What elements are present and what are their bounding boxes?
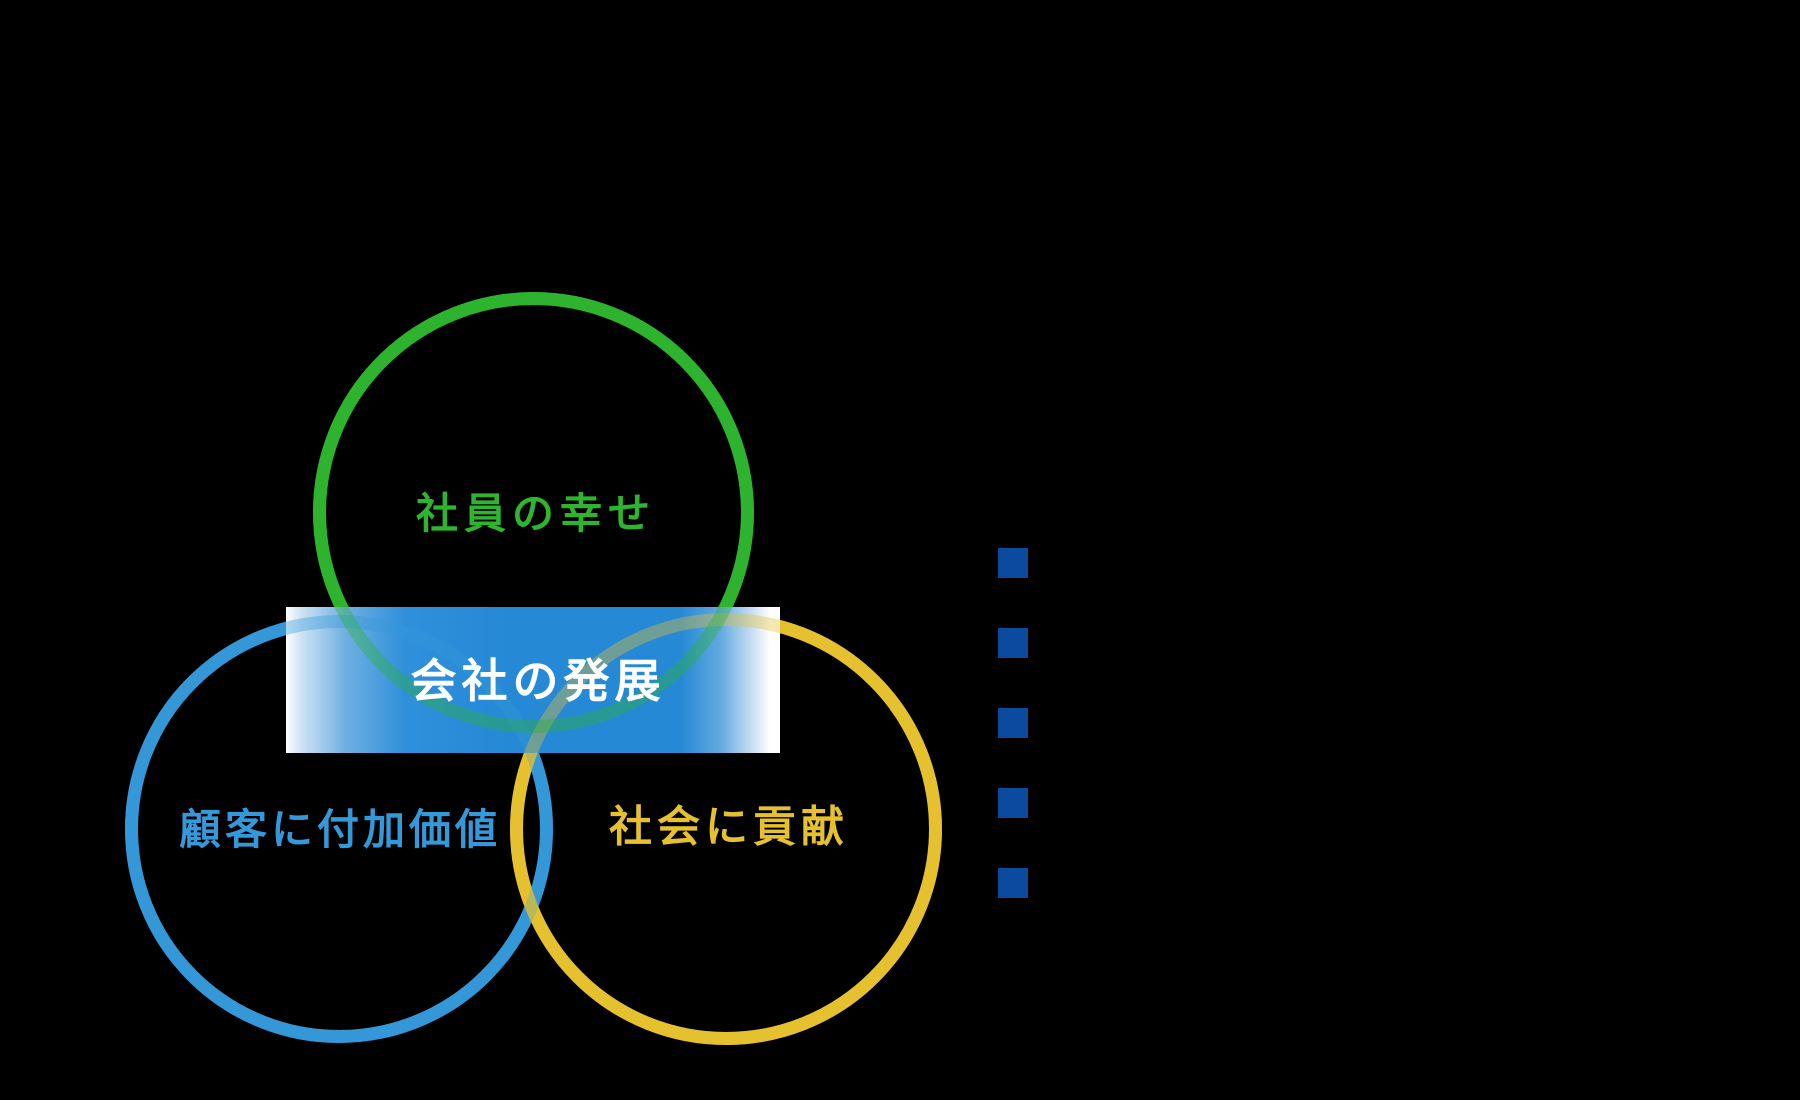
legend-bullet xyxy=(998,628,1028,658)
legend-bullet xyxy=(998,548,1028,578)
legend-bullet xyxy=(998,868,1028,898)
company-growth-label: 会社の発展 xyxy=(410,654,666,708)
social-contribution-label: 社会に貢献 xyxy=(609,802,849,853)
legend-bullet xyxy=(998,708,1028,738)
legend-bullet xyxy=(998,788,1028,818)
employee-happiness-label: 社員の幸せ xyxy=(415,489,657,538)
customer-value-label: 顧客に付加価値 xyxy=(178,805,502,854)
